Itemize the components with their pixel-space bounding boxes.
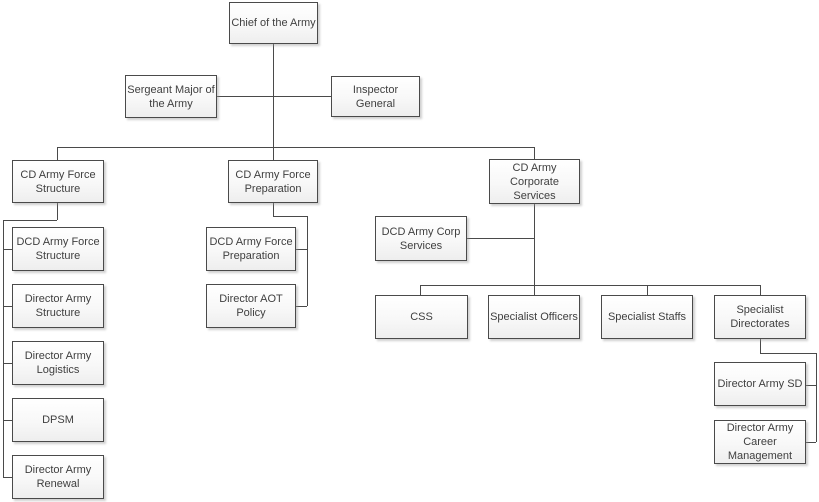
org-node-label: CD Army Force Preparation (235, 168, 311, 195)
org-node-cd-army-corporate-services: CD Army Corporate Services (489, 159, 580, 204)
connector-line (296, 306, 307, 307)
connector-line (57, 203, 58, 220)
org-node-chief-of-the-army: Chief of the Army (229, 2, 318, 44)
org-node-director-army-career-management: Director Army Career Management (714, 420, 806, 464)
connector-line (534, 147, 535, 159)
org-node-label: DCD Army Corp Services (381, 225, 461, 252)
connector-line (760, 353, 816, 354)
connector-line (816, 353, 817, 442)
org-node-label: Director Army Career Management (726, 422, 794, 462)
connector-line (296, 249, 307, 250)
org-node-director-army-renewal: Director Army Renewal (12, 455, 104, 499)
connector-line (273, 216, 307, 217)
org-node-director-army-logistics: Director Army Logistics (12, 341, 104, 385)
connector-line (420, 285, 421, 295)
org-node-label: Director Army Structure (24, 293, 92, 319)
connector-line (217, 96, 331, 97)
org-node-label: Specialist Directorates (730, 304, 790, 330)
org-node-label: Sergeant Major of the Army (127, 83, 215, 110)
org-node-css: CSS (375, 295, 468, 339)
org-node-specialist-directorates: Specialist Directorates (714, 295, 806, 339)
org-node-director-army-structure: Director Army Structure (12, 284, 104, 328)
connector-line (57, 147, 58, 160)
connector-line (760, 339, 761, 353)
org-node-cd-army-force-preparation: CD Army Force Preparation (228, 160, 318, 203)
org-node-specialist-officers: Specialist Officers (488, 295, 580, 339)
connector-line (3, 306, 12, 307)
org-node-sergeant-major-of-the-army: Sergeant Major of the Army (125, 75, 217, 118)
org-node-label: DCD Army Force Preparation (209, 236, 293, 262)
org-node-label: Specialist Staffs (607, 311, 687, 323)
connector-line (806, 385, 816, 386)
org-node-label: Director Army SD (717, 378, 803, 390)
org-node-inspector-general: Inspector General (331, 76, 420, 117)
org-node-label: Director AOT Policy (219, 293, 283, 319)
connector-line (307, 216, 308, 306)
org-node-label: Director Army Renewal (24, 464, 92, 490)
org-node-label: Director Army Logistics (24, 350, 92, 376)
connector-line (3, 477, 12, 478)
connector-line (3, 363, 12, 364)
org-node-label: CD Army Corporate Services (510, 161, 559, 202)
connector-line (3, 420, 12, 421)
org-node-label: CD Army Force Structure (20, 168, 96, 195)
org-node-dpsm: DPSM (12, 398, 104, 442)
org-node-director-aot-policy: Director AOT Policy (206, 284, 296, 328)
connector-line (273, 44, 274, 160)
org-node-director-army-sd: Director Army SD (714, 362, 806, 406)
connector-line (534, 204, 535, 295)
org-node-label: DPSM (42, 414, 74, 426)
org-node-label: Inspector General (352, 83, 399, 110)
connector-line (273, 203, 274, 216)
connector-line (806, 442, 816, 443)
org-node-dcd-army-force-preparation: DCD Army Force Preparation (206, 227, 296, 271)
connector-line (3, 249, 12, 250)
org-node-label: Chief of the Army (231, 17, 316, 29)
org-node-label: CSS (410, 311, 433, 323)
connector-line (760, 285, 761, 295)
org-node-dcd-army-force-structure: DCD Army Force Structure (12, 227, 104, 271)
connector-line (3, 220, 4, 477)
org-node-label: Specialist Officers (490, 311, 578, 323)
org-node-cd-army-force-structure: CD Army Force Structure (12, 160, 104, 203)
connector-line (420, 285, 760, 286)
org-node-dcd-army-corp-services: DCD Army Corp Services (375, 216, 467, 261)
org-node-specialist-staffs: Specialist Staffs (601, 295, 693, 339)
connector-line (647, 285, 648, 295)
org-node-label: DCD Army Force Structure (16, 236, 100, 262)
connector-line (3, 220, 57, 221)
connector-line (467, 238, 534, 239)
connector-line (57, 147, 534, 148)
